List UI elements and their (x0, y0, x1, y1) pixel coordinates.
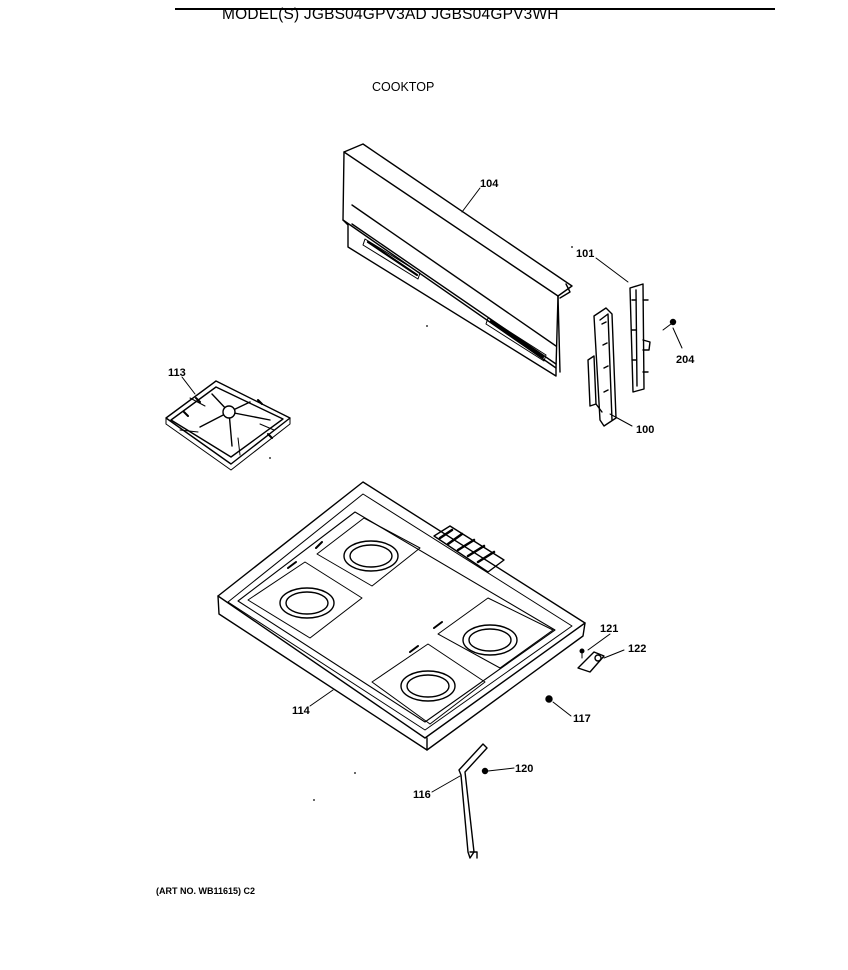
part-label-116: 116 (413, 789, 431, 801)
part-label-104: 104 (480, 178, 499, 190)
cooktop-part (217, 481, 586, 751)
screw-204-part (662, 318, 677, 331)
part-label-114: 114 (292, 705, 311, 717)
support-rod-part (458, 743, 488, 859)
burner-grate-part (165, 380, 291, 471)
part-label-101: 101 (576, 248, 594, 260)
art-number: (ART NO. WB11615) C2 (156, 886, 256, 896)
model-title: MODEL(S) JGBS04GPV3AD JGBS04GPV3WH (222, 6, 559, 23)
screw-121-part (579, 648, 585, 659)
part-label-113: 113 (168, 367, 186, 379)
screw-120-part (481, 767, 489, 775)
part-labels: 104 101 204 100 113 114 121 122 117 120 … (168, 178, 695, 801)
header-rule (175, 8, 775, 10)
part-label-120: 120 (515, 763, 533, 775)
leader-lines (181, 187, 683, 793)
part-label-100: 100 (636, 424, 654, 436)
plug-117-part (545, 695, 553, 703)
backguard-part (342, 143, 573, 377)
side-trim-part (629, 283, 651, 393)
scan-specks (269, 246, 573, 801)
part-label-121: 121 (600, 623, 618, 635)
part-label-204: 204 (676, 354, 695, 366)
end-cap-part (587, 307, 617, 427)
part-label-117: 117 (573, 713, 591, 725)
section-title: COOKTOP (372, 80, 435, 94)
clip-122-part (577, 651, 605, 673)
part-label-122: 122 (628, 643, 646, 655)
